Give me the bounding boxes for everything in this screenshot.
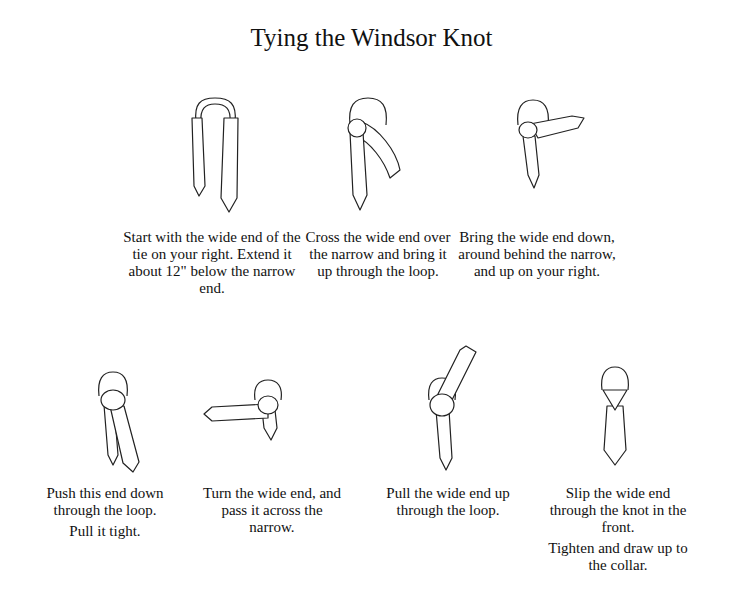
tie-knot <box>519 122 537 138</box>
tie-knot <box>348 119 366 137</box>
step-caption: Pull it tight. <box>30 523 180 540</box>
tie-knot <box>603 390 627 410</box>
tie-wide-end <box>110 406 139 472</box>
tie-knot <box>258 396 278 414</box>
step-caption: Pull the wide end up through the loop. <box>373 485 523 519</box>
collar-loop <box>602 367 629 390</box>
tie-wide-end <box>221 118 238 212</box>
tie-hanging <box>604 406 626 465</box>
tie-narrow-end <box>192 118 205 196</box>
tie-hanging <box>523 136 539 188</box>
tie-hanging <box>350 132 367 210</box>
step-caption: Push this end down through the loop. <box>30 485 180 519</box>
step-caption: Turn the wide end, and pass it across th… <box>200 485 345 536</box>
tie-wide-end <box>530 116 584 138</box>
step-caption: Bring the wide end down, around behind t… <box>457 229 617 280</box>
step-caption: Cross the wide end over the narrow and b… <box>303 229 453 280</box>
tie-knot <box>101 390 125 410</box>
page-title: Tying the Windsor Knot <box>0 24 743 52</box>
step-caption: Tighten and draw up to the collar. <box>548 540 688 574</box>
step-caption: Start with the wide end of the tie on yo… <box>119 229 305 297</box>
tie-hanging <box>436 410 452 470</box>
step-caption: Slip the wide end through the knot in th… <box>548 485 688 536</box>
tie-knot <box>430 394 454 416</box>
